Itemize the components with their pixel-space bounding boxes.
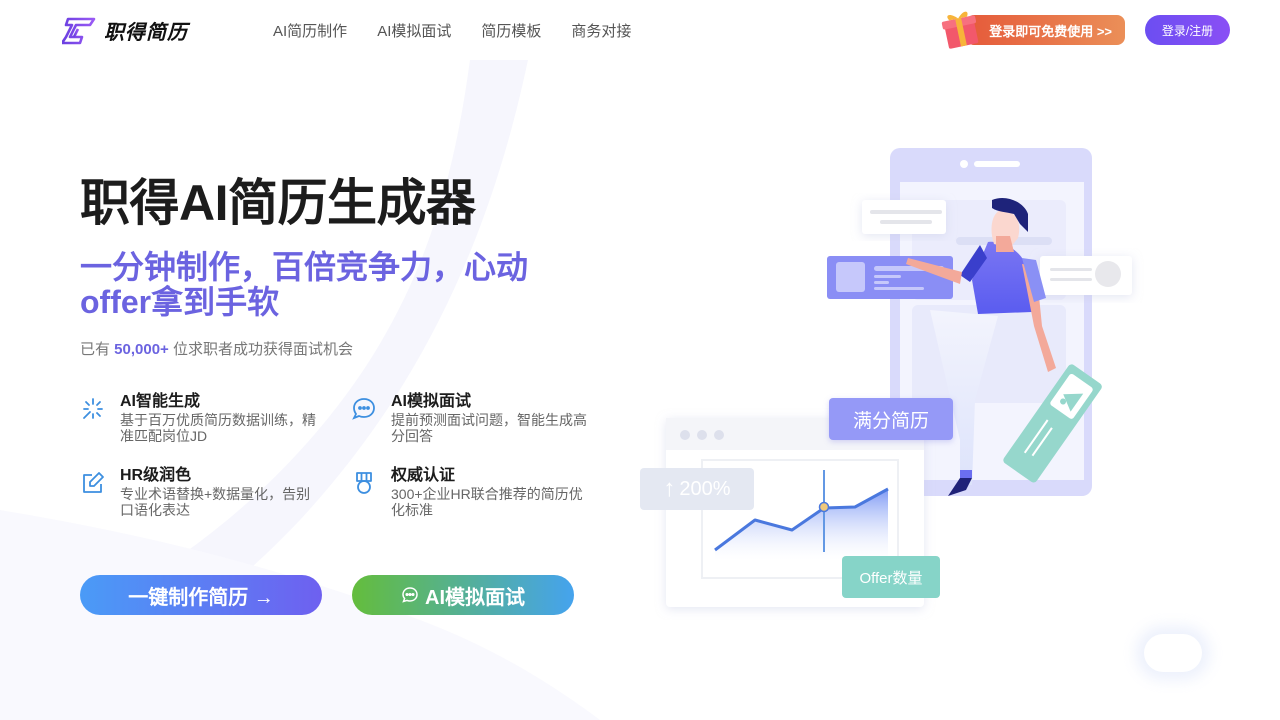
- nav-ai-resume[interactable]: AI简历制作: [273, 23, 348, 40]
- create-resume-label: 一键制作简历 →: [128, 586, 274, 609]
- sparkle-icon: [83, 398, 103, 419]
- main-nav: AI简历制作 AI模拟面试 简历模板 商务对接: [273, 20, 631, 41]
- free-use-promo-button[interactable]: 登录即可免费使用 >>: [940, 6, 1126, 50]
- floating-chat-button[interactable]: [1144, 634, 1202, 672]
- growth-tag: ↑ 200%: [640, 468, 754, 510]
- stat-value: 50,000+: [114, 341, 169, 358]
- nav-ai-interview[interactable]: AI模拟面试: [377, 23, 452, 40]
- page-title: 职得AI简历生成器: [80, 175, 476, 231]
- arrow-up-icon: ↑: [663, 475, 676, 502]
- hero-illustration: ↑ 200% 满分简历 Offer数量: [630, 140, 1150, 620]
- perfect-resume-label: 满分简历: [852, 410, 929, 432]
- feature-grid: AI智能生成 基于百万优质简历数据训练，精准匹配岗位JD AI模拟面试 提前预测…: [80, 392, 600, 518]
- medal-icon: [356, 472, 372, 494]
- ai-interview-label: AI模拟面试: [425, 586, 525, 609]
- ai-interview-button[interactable]: AI模拟面试: [352, 575, 574, 615]
- chat-bubble-icon: [352, 398, 375, 420]
- feature-ai-interview: AI模拟面试 提前预测面试问题，智能生成高分回答: [351, 392, 600, 444]
- feature-title: 权威认证: [391, 467, 456, 484]
- logo-text: 职得简历: [104, 22, 188, 44]
- chat-bubble-icon: [402, 587, 418, 603]
- hero-stat: 已有 50,000+ 位求职者成功获得面试机会: [80, 338, 620, 359]
- stat-prefix: 已有: [80, 341, 115, 358]
- feature-ai-generate: AI智能生成 基于百万优质简历数据训练，精准匹配岗位JD: [80, 392, 351, 444]
- gift-icon: [941, 11, 979, 49]
- feature-desc: 专业术语替换+数据量化，告别口语化表达: [120, 486, 311, 518]
- stat-suffix: 位求职者成功获得面试机会: [168, 341, 353, 358]
- feature-desc: 基于百万优质简历数据训练，精准匹配岗位JD: [120, 412, 316, 444]
- nav-business[interactable]: 商务对接: [571, 23, 632, 40]
- create-resume-button[interactable]: 一键制作简历 →: [80, 575, 322, 615]
- illustration-art: [666, 148, 1132, 607]
- offer-count-label: Offer数量: [859, 569, 923, 587]
- feature-title: HR级润色: [120, 467, 192, 484]
- feature-desc: 提前预测面试问题，智能生成高分回答: [391, 412, 587, 444]
- promo-label: 登录即可免费使用 >>: [966, 15, 1125, 45]
- growth-value: 200%: [679, 477, 731, 500]
- edit-icon: [83, 472, 104, 493]
- offer-count-tag: Offer数量: [842, 556, 940, 598]
- login-register-button[interactable]: 登录/注册: [1145, 15, 1230, 45]
- top-header: 职得简历 AI简历制作 AI模拟面试 简历模板 商务对接 登录即可免费使用 >>…: [0, 0, 1280, 60]
- hero-subtitle: 一分钟制作，百倍竞争力，心动offer拿到手软: [80, 249, 529, 320]
- feature-desc: 300+企业HR联合推荐的简历优化标准: [391, 486, 583, 518]
- feature-certified: 权威认证 300+企业HR联合推荐的简历优化标准: [351, 466, 600, 518]
- logo-mark-icon: [62, 17, 96, 44]
- logo[interactable]: 职得简历: [62, 16, 188, 45]
- feature-hr-polish: HR级润色 专业术语替换+数据量化，告别口语化表达: [80, 466, 351, 518]
- feature-title: AI智能生成: [120, 393, 201, 410]
- hero-section: 职得AI简历生成器 一分钟制作，百倍竞争力，心动offer拿到手软 已有 50,…: [80, 172, 620, 359]
- perfect-resume-tag: 满分简历: [829, 398, 953, 440]
- nav-templates[interactable]: 简历模板: [481, 23, 542, 40]
- feature-title: AI模拟面试: [391, 393, 472, 410]
